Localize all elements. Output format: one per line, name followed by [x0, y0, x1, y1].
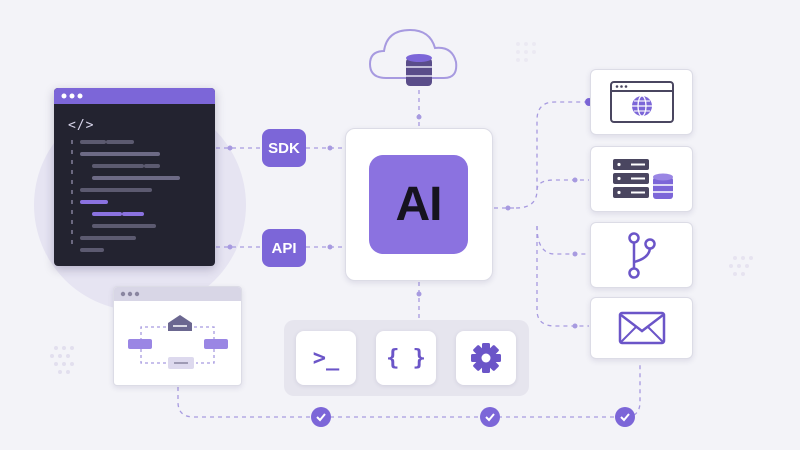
workflow-diagram-icon [128, 315, 228, 369]
settings-button[interactable] [456, 331, 516, 385]
check-icon [615, 407, 635, 427]
workflow-window-titlebar [114, 287, 241, 301]
curly-braces-icon: { } [386, 345, 426, 371]
server-database-card[interactable] [590, 146, 693, 212]
code-tag-label: </> [68, 118, 95, 133]
mail-icon [618, 311, 665, 345]
gear-icon [471, 343, 501, 373]
check-icon [311, 407, 331, 427]
git-branch-card[interactable] [590, 222, 693, 288]
connector-lines [177, 90, 641, 418]
check-icon [480, 407, 500, 427]
terminal-button[interactable]: >_ [296, 331, 356, 385]
window-dots-icon [120, 291, 140, 297]
code-editor-window: </> [54, 88, 215, 266]
code-lines [71, 140, 180, 252]
decor-dot-grid-left [50, 346, 74, 374]
database-icon [652, 173, 673, 199]
decor-dot-grid-right [729, 256, 753, 276]
email-card[interactable] [590, 297, 693, 359]
sdk-button[interactable]: SDK [262, 129, 306, 167]
code-editor-titlebar [54, 88, 215, 104]
decor-dot-grid-top [516, 42, 536, 62]
git-branch-icon [627, 232, 656, 279]
browser-globe-icon [609, 81, 674, 123]
connector-nodes [227, 114, 578, 329]
cloud-icon [368, 28, 458, 79]
api-button[interactable]: API [262, 229, 306, 267]
window-dots-icon [61, 93, 83, 99]
workflow-window [113, 286, 242, 386]
web-service-card[interactable] [590, 69, 693, 135]
server-stack-icon [612, 159, 673, 199]
json-button[interactable]: { } [376, 331, 436, 385]
ai-core-label: AI [369, 155, 468, 254]
terminal-icon: >_ [312, 345, 340, 371]
database-icon [406, 54, 432, 86]
